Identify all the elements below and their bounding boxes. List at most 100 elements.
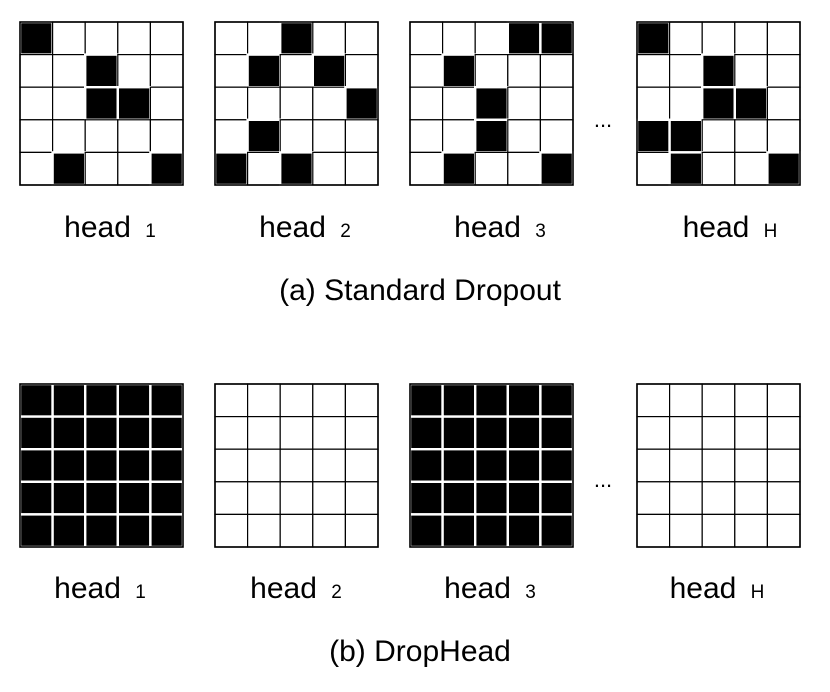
kept-cell <box>539 53 574 88</box>
dropped-cell <box>539 447 575 483</box>
dropped-cell <box>51 415 87 451</box>
kept-cell <box>474 53 509 88</box>
head-word: head <box>454 211 521 244</box>
dropped-cell <box>246 118 282 154</box>
panel-drophead: ... head 1 head 2 head 3 head H (b) Drop… <box>18 382 801 668</box>
dropped-cell <box>116 447 152 483</box>
kept-cell <box>279 86 314 121</box>
kept-cell <box>539 86 574 121</box>
dropped-cell <box>18 447 54 483</box>
grid-border <box>636 383 801 548</box>
kept-cell <box>344 481 379 516</box>
kept-cell <box>279 415 314 450</box>
kept-cell <box>279 513 314 548</box>
head-1-label: head 1 <box>64 211 156 244</box>
dropped-cell <box>733 85 769 121</box>
kept-cell <box>668 415 703 450</box>
dropped-cell <box>473 480 509 516</box>
kept-cell <box>214 53 249 88</box>
dropped-cell <box>506 20 542 56</box>
kept-cell <box>409 119 444 154</box>
dropped-cell <box>473 447 509 483</box>
kept-cell <box>279 119 314 154</box>
kept-cell <box>409 21 444 56</box>
kept-cell <box>312 448 347 483</box>
kept-cell <box>246 448 281 483</box>
kept-cell <box>766 383 801 418</box>
kept-cell <box>668 448 703 483</box>
kept-cell <box>636 151 671 186</box>
kept-cell <box>246 415 281 450</box>
dropped-cell <box>51 382 87 418</box>
kept-cell <box>344 151 379 186</box>
kept-cell <box>246 151 281 186</box>
dropped-cell <box>116 480 152 516</box>
kept-cell <box>409 86 444 121</box>
kept-cell <box>507 119 542 154</box>
dropped-cell <box>149 513 185 549</box>
kept-cell <box>701 21 736 56</box>
dropped-cell <box>18 20 54 56</box>
kept-cell <box>409 53 444 88</box>
dropped-cell <box>246 53 282 89</box>
head-word: head <box>64 211 131 244</box>
dropped-cell <box>506 480 542 516</box>
kept-cell <box>636 53 671 88</box>
dropped-cell <box>635 118 671 154</box>
kept-cell <box>117 151 152 186</box>
kept-cell <box>246 383 281 418</box>
kept-cell <box>734 513 769 548</box>
kept-cell <box>117 119 152 154</box>
kept-cell <box>19 86 54 121</box>
kept-cell <box>636 415 671 450</box>
grid-border <box>19 21 184 186</box>
kept-cell <box>636 448 671 483</box>
kept-cell <box>214 415 249 450</box>
kept-cell <box>279 481 314 516</box>
kept-cell <box>214 21 249 56</box>
dropped-cell <box>700 85 736 121</box>
grid-border <box>214 383 379 548</box>
head-index: H <box>751 582 765 603</box>
dropped-cell <box>506 513 542 549</box>
kept-cell <box>474 21 509 56</box>
kept-cell <box>701 448 736 483</box>
dropped-cell <box>473 85 509 121</box>
kept-cell <box>312 513 347 548</box>
kept-cell <box>668 86 703 121</box>
dropped-cell <box>149 151 185 187</box>
kept-cell <box>734 481 769 516</box>
kept-cell <box>668 53 703 88</box>
kept-cell <box>668 383 703 418</box>
head-index: 3 <box>525 582 536 603</box>
dropped-cell <box>635 20 671 56</box>
kept-cell <box>51 53 86 88</box>
kept-cell <box>766 53 801 88</box>
dropped-cell <box>539 382 575 418</box>
kept-cell <box>19 53 54 88</box>
kept-cell <box>214 481 249 516</box>
kept-cell <box>51 86 86 121</box>
kept-cell <box>636 383 671 418</box>
dropped-cell <box>441 480 477 516</box>
dropped-cell <box>149 480 185 516</box>
kept-cell <box>214 383 249 418</box>
kept-cell <box>766 481 801 516</box>
dropped-cell <box>51 513 87 549</box>
kept-cell <box>312 415 347 450</box>
dropped-cell <box>408 382 444 418</box>
dropped-cell <box>83 85 119 121</box>
grid-border <box>19 383 184 548</box>
head-word: head <box>54 572 121 605</box>
panel-a-caption: (a) Standard Dropout <box>279 274 561 307</box>
kept-cell <box>734 53 769 88</box>
dropped-cell <box>539 20 575 56</box>
dropped-cell <box>51 480 87 516</box>
kept-cell <box>507 86 542 121</box>
head-2-mask-grid <box>213 20 380 187</box>
kept-cell <box>441 86 476 121</box>
head-H-label: head H <box>683 211 778 244</box>
dropped-cell <box>83 382 119 418</box>
kept-cell <box>734 119 769 154</box>
kept-cell <box>246 21 281 56</box>
